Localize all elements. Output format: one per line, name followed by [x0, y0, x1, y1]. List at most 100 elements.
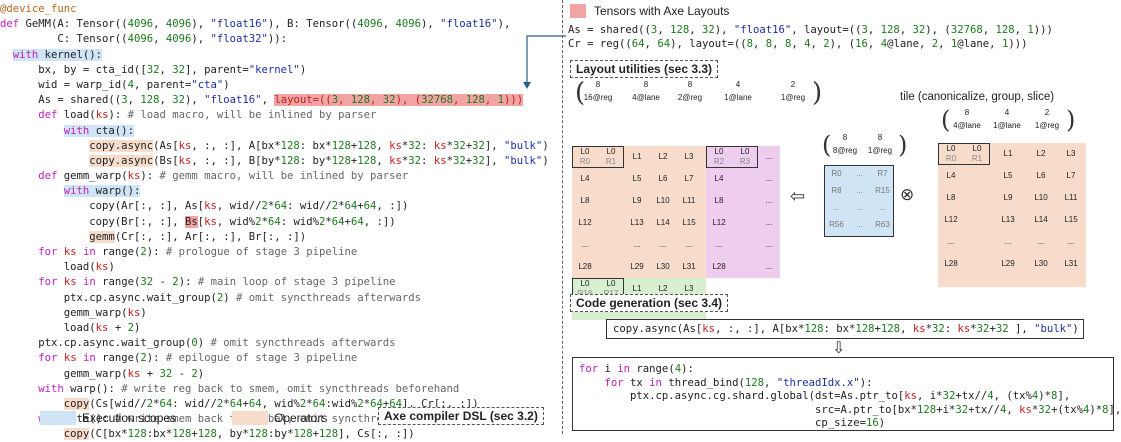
register-cell: R56	[829, 220, 844, 229]
pink-block	[706, 146, 780, 278]
code-line: copy(Ar[:, :], As[ks, wid//2*64: wid//2*…	[0, 200, 409, 213]
cell-lane: L0	[580, 147, 590, 156]
matrix-cell: L15	[1064, 215, 1078, 224]
matrix-cell: L2	[658, 284, 668, 293]
cell-lane: L0	[740, 147, 750, 156]
execution-scopes-swatch	[40, 411, 76, 425]
matrix-cell: L9	[1003, 193, 1013, 202]
peach-block	[938, 143, 1086, 287]
thread-group-box	[706, 146, 758, 168]
code-line: with warp(): # write reg back to smem, o…	[38, 382, 460, 395]
dim-extent: 8	[595, 80, 601, 89]
matrix-cell: L28	[712, 262, 726, 271]
code-line: bx, by = cta_id([32, 32], parent="kernel…	[0, 63, 307, 76]
bracket-left: (	[941, 106, 951, 134]
dim-extent: 8	[877, 133, 883, 142]
dim-extent: 8	[687, 80, 693, 89]
dim-stride: 1@reg	[780, 93, 806, 102]
register-cell: R15	[875, 186, 890, 195]
matrix-cell: L13	[630, 218, 644, 227]
matrix-cell: L1	[632, 152, 642, 161]
code-line: def gemm_warp(ks): # gemm macro, will be…	[38, 170, 409, 183]
code-line: for ks in range(32 - 2): # main loop of …	[38, 276, 396, 289]
matrix-cell: L3	[684, 152, 694, 161]
matrix-cell: ...	[685, 240, 693, 249]
matrix-cell: L12	[712, 218, 726, 227]
arrow-down-icon: ⇩	[832, 340, 846, 357]
dim-stride: 4@lane	[953, 121, 981, 130]
generated-code-line: ptx.cp.async.cg.shard.global(dst=As.ptr_…	[579, 390, 1071, 402]
code-line: ptx.cp.async.wait_group(2) # omit syncth…	[0, 291, 421, 304]
matrix-cell: L29	[630, 262, 644, 271]
dsl-section-title: Axe compiler DSL (sec 3.2)	[378, 407, 544, 425]
matrix-cell: L4	[714, 174, 724, 183]
matrix-cell: L2	[658, 152, 668, 161]
matrix-cell: L0R17	[598, 279, 624, 299]
peach-block	[572, 146, 706, 278]
arrow-left-icon: ⇦	[790, 186, 806, 206]
register-cell: ...	[833, 203, 840, 212]
tensors-title: Tensors with Axe Layouts	[594, 4, 730, 18]
matrix-cell: L15	[682, 218, 696, 227]
matrix-cell: L5	[1003, 171, 1013, 180]
bracket-right: )	[898, 131, 908, 159]
matrix-cell: L8	[946, 193, 956, 202]
operators-swatch	[232, 411, 268, 425]
execution-scopes-label: Execution scopes	[82, 411, 177, 425]
matrix-cell: L9	[632, 196, 642, 205]
bracket-left: (	[822, 131, 832, 159]
code-line: copy.async(As[ks, :, :], A[bx*128: bx*12…	[89, 139, 549, 152]
dim-extent: 4	[735, 80, 741, 89]
dim-stride: 1@lane	[724, 93, 752, 102]
dim-stride: 1@lane	[993, 121, 1021, 130]
generated-code-line: for i in range(4):	[579, 363, 694, 375]
thread-group-box	[938, 143, 990, 165]
code-line: gemm_warp(ks)	[0, 306, 147, 319]
matrix-cell: ...	[765, 218, 773, 227]
cell-lane: L0	[714, 147, 724, 156]
matrix-cell: L5	[632, 174, 642, 183]
dim-stride: 2@reg	[677, 93, 703, 102]
matrix-cell: L30	[1034, 259, 1048, 268]
register-cell: R0	[831, 169, 842, 178]
panel-divider	[562, 0, 563, 434]
matrix-cell: ...	[765, 152, 773, 161]
matrix-cell: ...	[715, 240, 723, 249]
dim-extent: 8	[964, 108, 970, 117]
matrix-cell: ...	[633, 240, 641, 249]
matrix-cell: L8	[580, 196, 590, 205]
matrix-cell: L13	[1001, 215, 1015, 224]
code-line: C: Tensor((4096, 4096), "float32")):	[0, 33, 288, 46]
matrix-cell: L14	[656, 218, 670, 227]
code-line: def GeMM(A: Tensor((4096, 4096), "float1…	[0, 18, 511, 31]
register-cell: ...	[856, 186, 863, 195]
dim-extent: 8	[643, 80, 649, 89]
code-line: load(ks + 2)	[0, 321, 141, 334]
matrix-cell: ...	[765, 240, 773, 249]
layout-utilities-title: Layout utilities (sec 3.3)	[570, 60, 719, 78]
dim-extent: 8	[842, 133, 848, 142]
register-cell: R63	[875, 220, 890, 229]
cell-reg: R3	[739, 157, 751, 166]
code-line: As = shared((3, 128, 32), "float16", lay…	[0, 94, 524, 107]
matrix-cell: L7	[684, 174, 694, 183]
register-cell: R8	[831, 186, 842, 195]
code-line: with cta():	[63, 124, 134, 137]
dim-stride: 8@reg	[832, 146, 858, 155]
matrix-cell: L31	[1064, 259, 1078, 268]
cell-lane: L0	[606, 279, 616, 288]
dim-stride: 4@lane	[632, 93, 660, 102]
matrix-cell: L29	[1001, 259, 1015, 268]
tensors-swatch	[570, 4, 586, 18]
cell-reg: R2	[713, 157, 725, 166]
dim-stride: 1@reg	[1034, 121, 1060, 130]
code-line: copy(Br[:, :], Bs[ks, wid%2*64: wid%2*64…	[0, 215, 396, 228]
as-layout-line: As = shared((3, 128, 32), "float16", lay…	[568, 24, 1053, 36]
matrix-cell: ...	[581, 240, 589, 249]
register-cell: ...	[879, 203, 886, 212]
matrix-cell: L11	[682, 196, 696, 205]
dim-extent: 2	[790, 80, 796, 89]
matrix-cell: L2	[1036, 149, 1046, 158]
matrix-cell: L28	[578, 262, 592, 271]
